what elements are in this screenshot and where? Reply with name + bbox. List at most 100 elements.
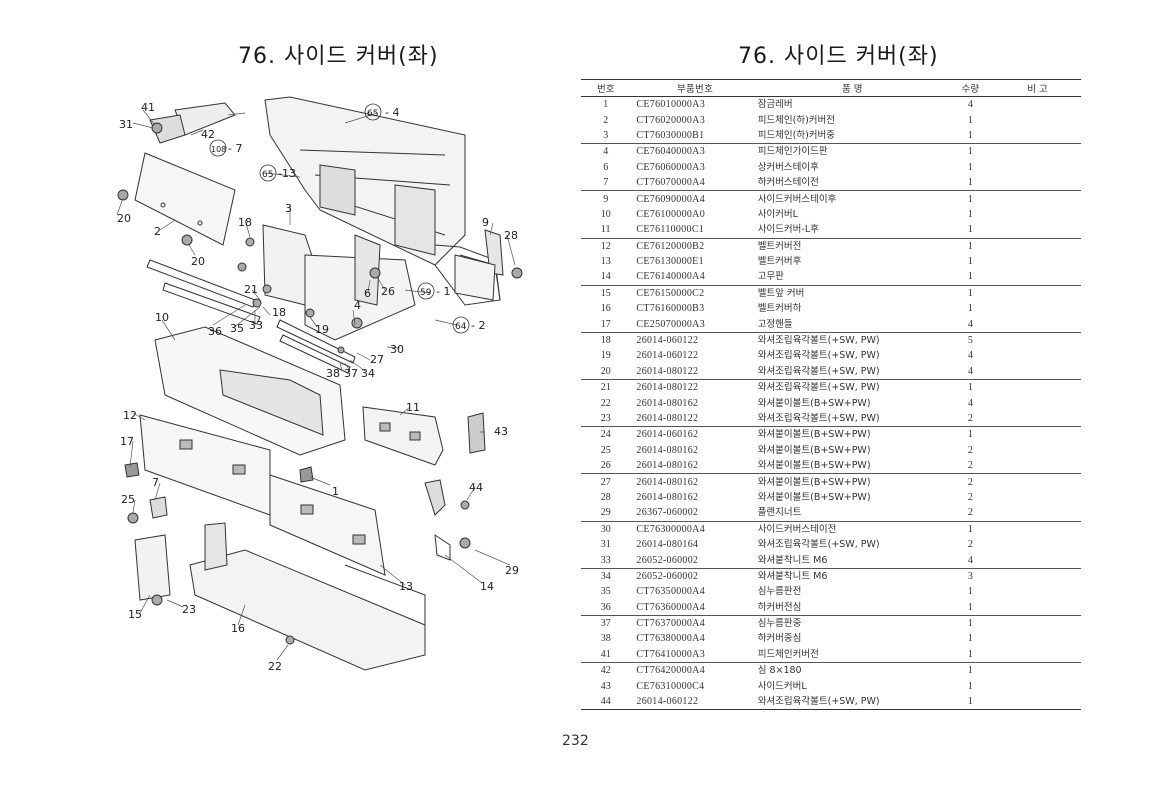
cell-name: 피드체인가이드판 — [757, 146, 828, 158]
cell-name: 사이드커버-L후 — [757, 224, 819, 236]
cell-part-no: CE76120000B2 — [636, 240, 705, 252]
cell-qty: 2 — [967, 413, 973, 424]
cell-part-no: CT76360000A4 — [636, 601, 706, 613]
cell-name: 고정핸들 — [757, 318, 793, 330]
cell-qty: 1 — [967, 680, 973, 692]
cell-no: 36 — [600, 601, 611, 613]
cell-name: 하커버전심 — [757, 601, 802, 613]
cell-part-no: CE76130000E1 — [636, 256, 704, 268]
cell-qty: 2 — [967, 476, 973, 488]
col-header-name: 품 명 — [841, 84, 863, 95]
cell-no: 37 — [600, 618, 611, 630]
callout-43: 43 — [494, 425, 508, 438]
callout-17: 17 — [120, 435, 134, 448]
callout-6: 6 — [364, 287, 371, 300]
callout-2: 2 — [154, 225, 161, 238]
cell-part-no: 26052-060002 — [636, 554, 699, 566]
cell-qty: 1 — [967, 129, 973, 141]
cell-part-no: 26014-060122 — [636, 350, 699, 362]
cell-remarks — [994, 238, 1081, 254]
cell-no: 3 — [603, 129, 609, 141]
cell-qty: 4 — [967, 397, 973, 409]
cell-name: 와셔붙이볼트(B+SW+PW) — [757, 491, 871, 503]
cell-qty: 1 — [967, 618, 973, 630]
cell-remarks — [994, 694, 1081, 710]
page-title-right: 76. 사이드 커버(좌) — [738, 44, 939, 69]
cell-name: 와셔조립육각볼트(+SW, PW) — [757, 696, 880, 708]
cell-remarks — [994, 191, 1081, 207]
callout-26: 26 — [381, 285, 395, 298]
cell-qty: 1 — [967, 586, 973, 598]
callout-10: 10 — [155, 311, 169, 324]
cell-no: 43 — [600, 680, 611, 692]
cell-name: 심누름판중 — [757, 618, 802, 630]
cell-name: 사이드커버스테이후 — [757, 193, 837, 205]
cell-remarks — [994, 160, 1081, 175]
cell-part-no: CT76380000A4 — [636, 633, 706, 645]
callout-33: 33 — [249, 319, 263, 332]
cell-remarks — [994, 285, 1081, 301]
callout-65-mid-suffix: -13 — [278, 167, 296, 180]
cell-part-no: CE76090000A4 — [636, 193, 706, 205]
cell-name: 와셔붙이볼트(B+SW+PW) — [757, 444, 871, 456]
callout-4: 4 — [354, 299, 361, 312]
cell-qty: 1 — [967, 648, 973, 660]
cell-part-no: 26014-080122 — [636, 413, 699, 424]
cell-qty: 4 — [967, 318, 973, 330]
cell-remarks — [994, 552, 1081, 568]
cell-no: 41 — [600, 648, 611, 660]
callout-64: 64 — [455, 322, 467, 332]
cell-name: 심누름판전 — [757, 586, 802, 598]
callout-35: 35 — [230, 322, 244, 335]
callout-11: 11 — [406, 401, 420, 414]
cell-remarks — [994, 663, 1081, 679]
cell-no: 28 — [600, 491, 611, 503]
callout-108-suffix: - 7 — [228, 142, 242, 155]
callout-44: 44 — [469, 481, 483, 494]
cell-no: 26 — [600, 460, 611, 472]
cell-name: 벨트앞 커버 — [757, 287, 805, 299]
cell-part-no: CE76150000C2 — [636, 287, 705, 299]
cell-part-no: CE76010000A3 — [636, 99, 706, 111]
cell-no: 44 — [600, 696, 611, 708]
cell-name: 고무판 — [757, 271, 784, 283]
cell-part-no: 26014-080162 — [636, 476, 699, 488]
cell-qty: 1 — [967, 271, 973, 283]
cell-part-no: 26014-060162 — [636, 429, 699, 441]
cell-qty: 4 — [967, 554, 973, 566]
cell-name: 하커버스테이전 — [757, 177, 819, 189]
cell-remarks — [994, 97, 1081, 113]
cell-name: 사이드커버L — [757, 680, 807, 692]
callout-38: 38 — [326, 367, 340, 380]
cell-no: 33 — [600, 554, 611, 566]
cell-name: 벨트커버하 — [757, 303, 802, 315]
cell-name: 벨트커버전 — [757, 240, 802, 252]
callout-13: 13 — [399, 580, 413, 593]
cell-no: 19 — [600, 350, 611, 362]
cell-part-no: CT76160000B3 — [636, 303, 705, 315]
cell-qty: 1 — [967, 146, 973, 158]
cell-remarks — [994, 458, 1081, 474]
cell-qty: 1 — [967, 287, 973, 299]
cell-remarks — [994, 490, 1081, 505]
cell-no: 14 — [600, 271, 611, 283]
cell-name: 와셔붙이볼트(B+SW+PW) — [757, 476, 871, 488]
callout-59-suffix: - 1 — [436, 285, 450, 298]
cell-remarks — [994, 631, 1081, 646]
cell-name: 와셔조립육각볼트(+SW, PW) — [757, 413, 880, 424]
callout-9: 9 — [482, 216, 489, 229]
cell-no: 42 — [600, 665, 611, 677]
cell-part-no: 26052-060002 — [636, 570, 699, 582]
cell-part-no: 26014-080162 — [636, 491, 699, 503]
cell-part-no: 26014-080164 — [636, 539, 699, 551]
